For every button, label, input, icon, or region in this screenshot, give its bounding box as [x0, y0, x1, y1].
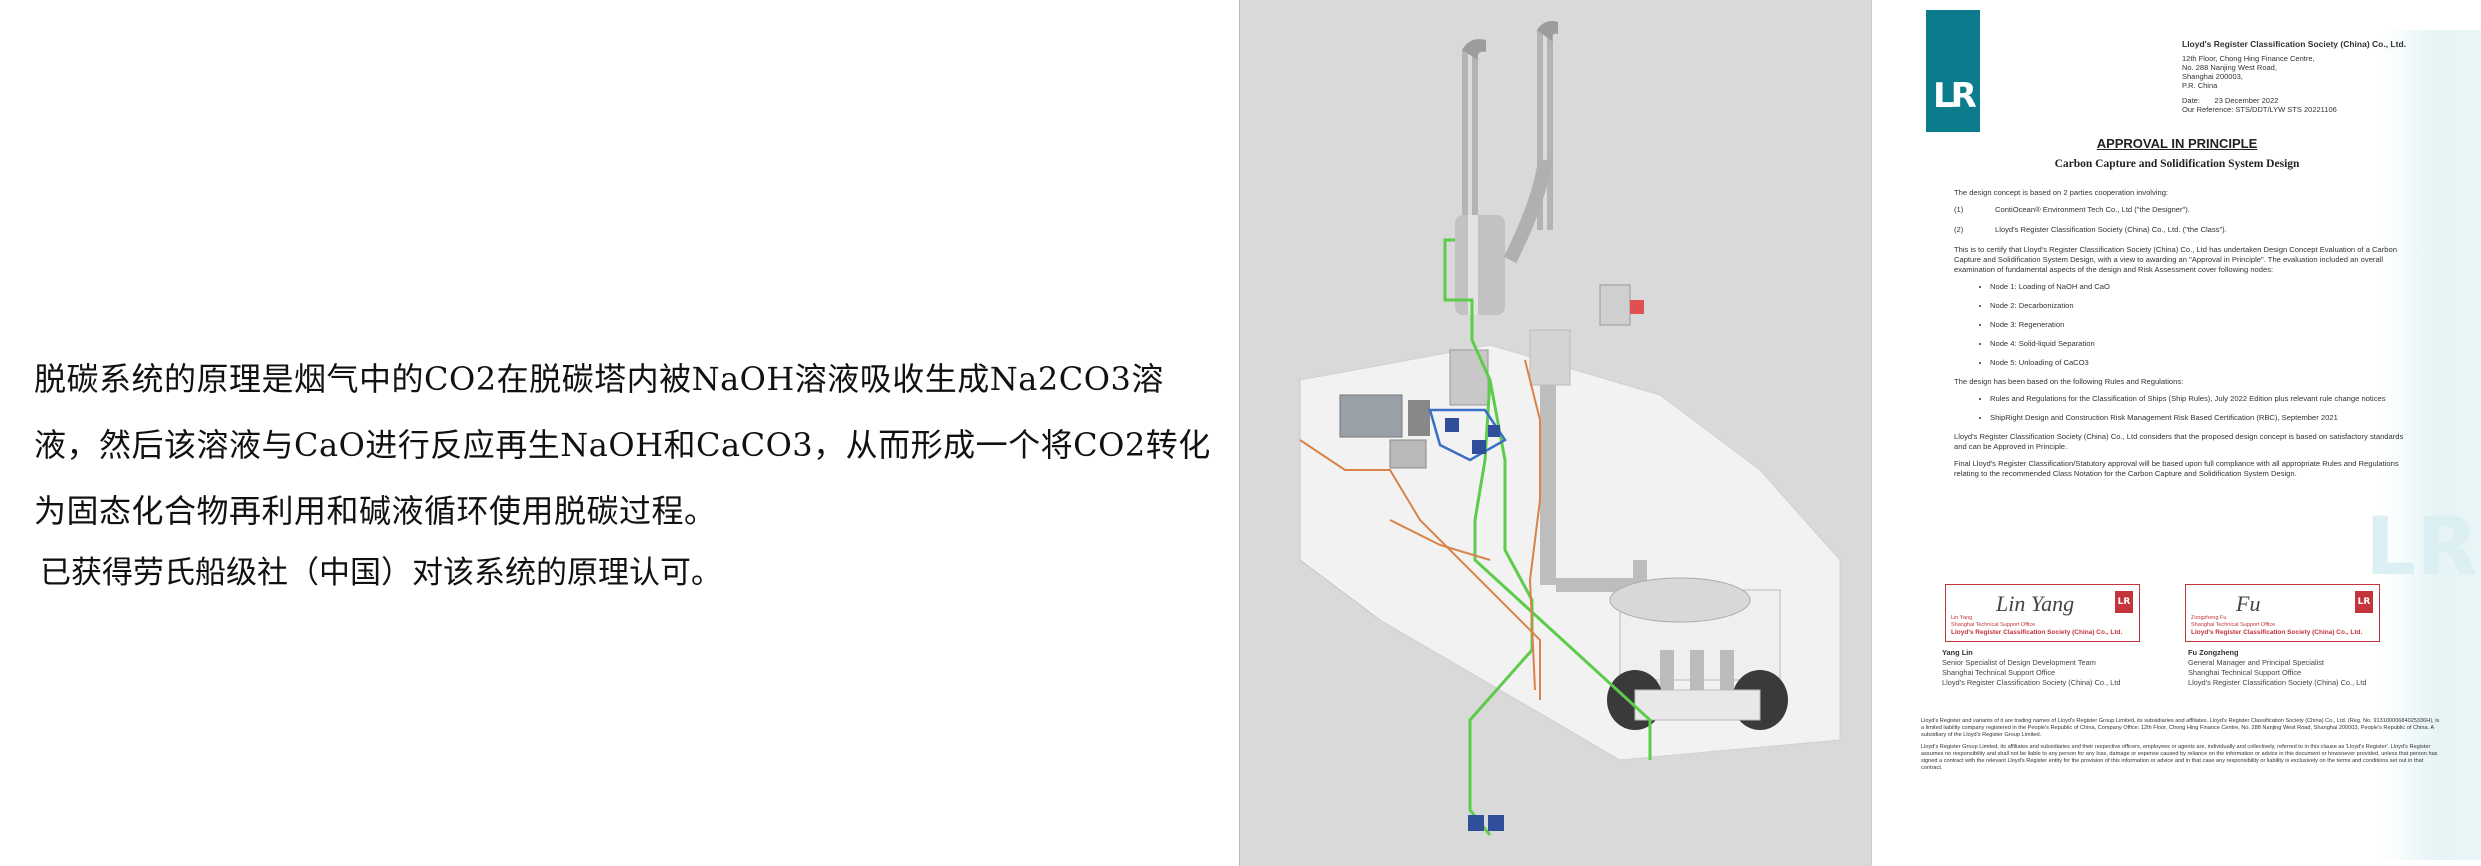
signature: Fu: [2236, 591, 2261, 616]
certificate-header: Lloyd's Register Classification Society …: [2182, 39, 2452, 115]
date-value: 23 December 2022: [2214, 96, 2279, 105]
certificate-subtitle: Carbon Capture and Solidification System…: [2054, 158, 2300, 170]
stamp-name: Lin Yang: [1951, 615, 1973, 621]
stamp-logo: LR: [2115, 591, 2133, 613]
lr-watermark: LR: [2365, 30, 2481, 860]
address-line: Shanghai 200003,: [2182, 72, 2243, 81]
watermark-mark: LR: [2365, 500, 2478, 593]
stamp-org: Lloyd's Register Classification Society …: [2191, 629, 2363, 636]
rules-list: Rules and Regulations for the Classifica…: [1954, 394, 2409, 423]
stamp-label: Zongzheng Fu Shanghai Technical Support …: [2191, 615, 2362, 637]
certificate-body: The design concept is based on 2 parties…: [1954, 188, 2409, 486]
lr-logo: LR: [1926, 10, 1980, 132]
rule-item: Rules and Regulations for the Classifica…: [1990, 394, 2409, 404]
node-item: Node 1: Loading of NaOH and CaO: [1990, 282, 2409, 292]
intro-text: The design concept is based on 2 parties…: [1954, 188, 2169, 197]
node-item: Node 3: Regeneration: [1990, 320, 2409, 330]
rules-intro: The design has been based on the followi…: [1954, 377, 2184, 386]
stamp-label: Lin Yang Shanghai Technical Support Offi…: [1951, 615, 2122, 637]
signatory-office: Shanghai Technical Support Office: [2188, 668, 2302, 677]
node-item: Node 5: Unloading of CaCO3: [1990, 358, 2409, 368]
approval-certificate: LR LR Lloyd's Register Classification So…: [1871, 0, 2481, 866]
stamp-org: Lloyd's Register Classification Society …: [1951, 629, 2123, 636]
reference: Our Reference: STS/DDT/LYW STS 20221106: [2182, 105, 2337, 114]
address-line: 12th Floor, Chong Hing Finance Centre,: [2182, 54, 2315, 63]
certificate-title: APPROVAL IN PRINCIPLE: [2096, 136, 2258, 151]
signatory-org: Lloyd's Register Classification Society …: [2188, 678, 2367, 687]
signatory-2: Fu Zongzheng General Manager and Princip…: [2188, 648, 2366, 688]
party-text: ContiOcean® Environment Tech Co., Ltd ("…: [1995, 205, 2190, 214]
description-text: 脱碳系统的原理是烟气中的CO2在脱碳塔内被NaOH溶液吸收生成Na2CO3溶液，…: [34, 346, 1219, 598]
signatory-title: General Manager and Principal Specialist: [2188, 658, 2324, 667]
party-item: (1) ContiOcean® Environment Tech Co., Ltd…: [1954, 205, 2409, 215]
org-name: Lloyd's Register Classification Society …: [2182, 39, 2407, 49]
signatory-title: Senior Specialist of Design Development …: [1942, 658, 2096, 667]
party-text: Lloyd's Register Classification Society …: [1995, 225, 2227, 234]
stamp-office: Shanghai Technical Support Office: [2191, 622, 2276, 628]
date-row: Date: 23 December 2022: [2182, 96, 2452, 105]
description-paragraph-2: 已获得劳氏船级社（中国）对该系统的原理认可。: [40, 555, 722, 591]
signature-stamp-1: Lin Yang LR Lin Yang Shanghai Technical …: [1945, 584, 2140, 642]
certificate-footer: Lloyd's Register and variants of it are …: [1921, 718, 2441, 778]
footer-legal-1: Lloyd's Register and variants of it are …: [1921, 718, 2440, 738]
signature: Lin Yang: [1996, 591, 2075, 616]
certify-text: This is to certify that Lloyd's Register…: [1954, 245, 2397, 274]
party-item: (2) Lloyd's Register Classification Socie…: [1954, 225, 2409, 235]
system-render-image: [1239, 0, 1871, 866]
description-paragraph-1: 脱碳系统的原理是烟气中的CO2在脱碳塔内被NaOH溶液吸收生成Na2CO3溶液，…: [34, 360, 1211, 530]
lr-logo-text: LR: [1933, 76, 1977, 116]
final-text: Final Lloyd's Register Classification/St…: [1954, 459, 2399, 478]
signatory-name: Fu Zongzheng: [2188, 648, 2239, 657]
stamp-logo: LR: [2355, 591, 2373, 613]
party-number: (2): [1954, 225, 1964, 234]
stamp-office: Shanghai Technical Support Office: [1951, 622, 2036, 628]
signatory-1: Yang Lin Senior Specialist of Design Dev…: [1942, 648, 2120, 688]
rule-item: ShipRight Design and Construction Risk M…: [1990, 413, 2409, 423]
signatory-name: Yang Lin: [1942, 648, 1973, 657]
date-label: Date:: [2182, 96, 2200, 105]
stamp-name: Zongzheng Fu: [2191, 615, 2227, 621]
carbon-capture-system-illustration: [1299, 21, 1841, 836]
node-list: Node 1: Loading of NaOH and CaO Node 2: …: [1954, 282, 2409, 368]
consider-text: Lloyd's Register Classification Society …: [1954, 432, 2404, 451]
address-line: P.R. China: [2182, 81, 2218, 90]
signatory-office: Shanghai Technical Support Office: [1942, 668, 2056, 677]
signature-stamp-2: Fu LR Zongzheng Fu Shanghai Technical Su…: [2185, 584, 2380, 642]
address-line: No. 288 Nanjing West Road,: [2182, 63, 2277, 72]
node-item: Node 2: Decarbonization: [1990, 301, 2409, 311]
party-number: (1): [1954, 205, 1964, 214]
node-item: Node 4: Solid-liquid Separation: [1990, 339, 2409, 349]
signatory-org: Lloyd's Register Classification Society …: [1942, 678, 2121, 687]
footer-legal-2: Lloyd's Register Group Limited, its affi…: [1921, 744, 2438, 771]
